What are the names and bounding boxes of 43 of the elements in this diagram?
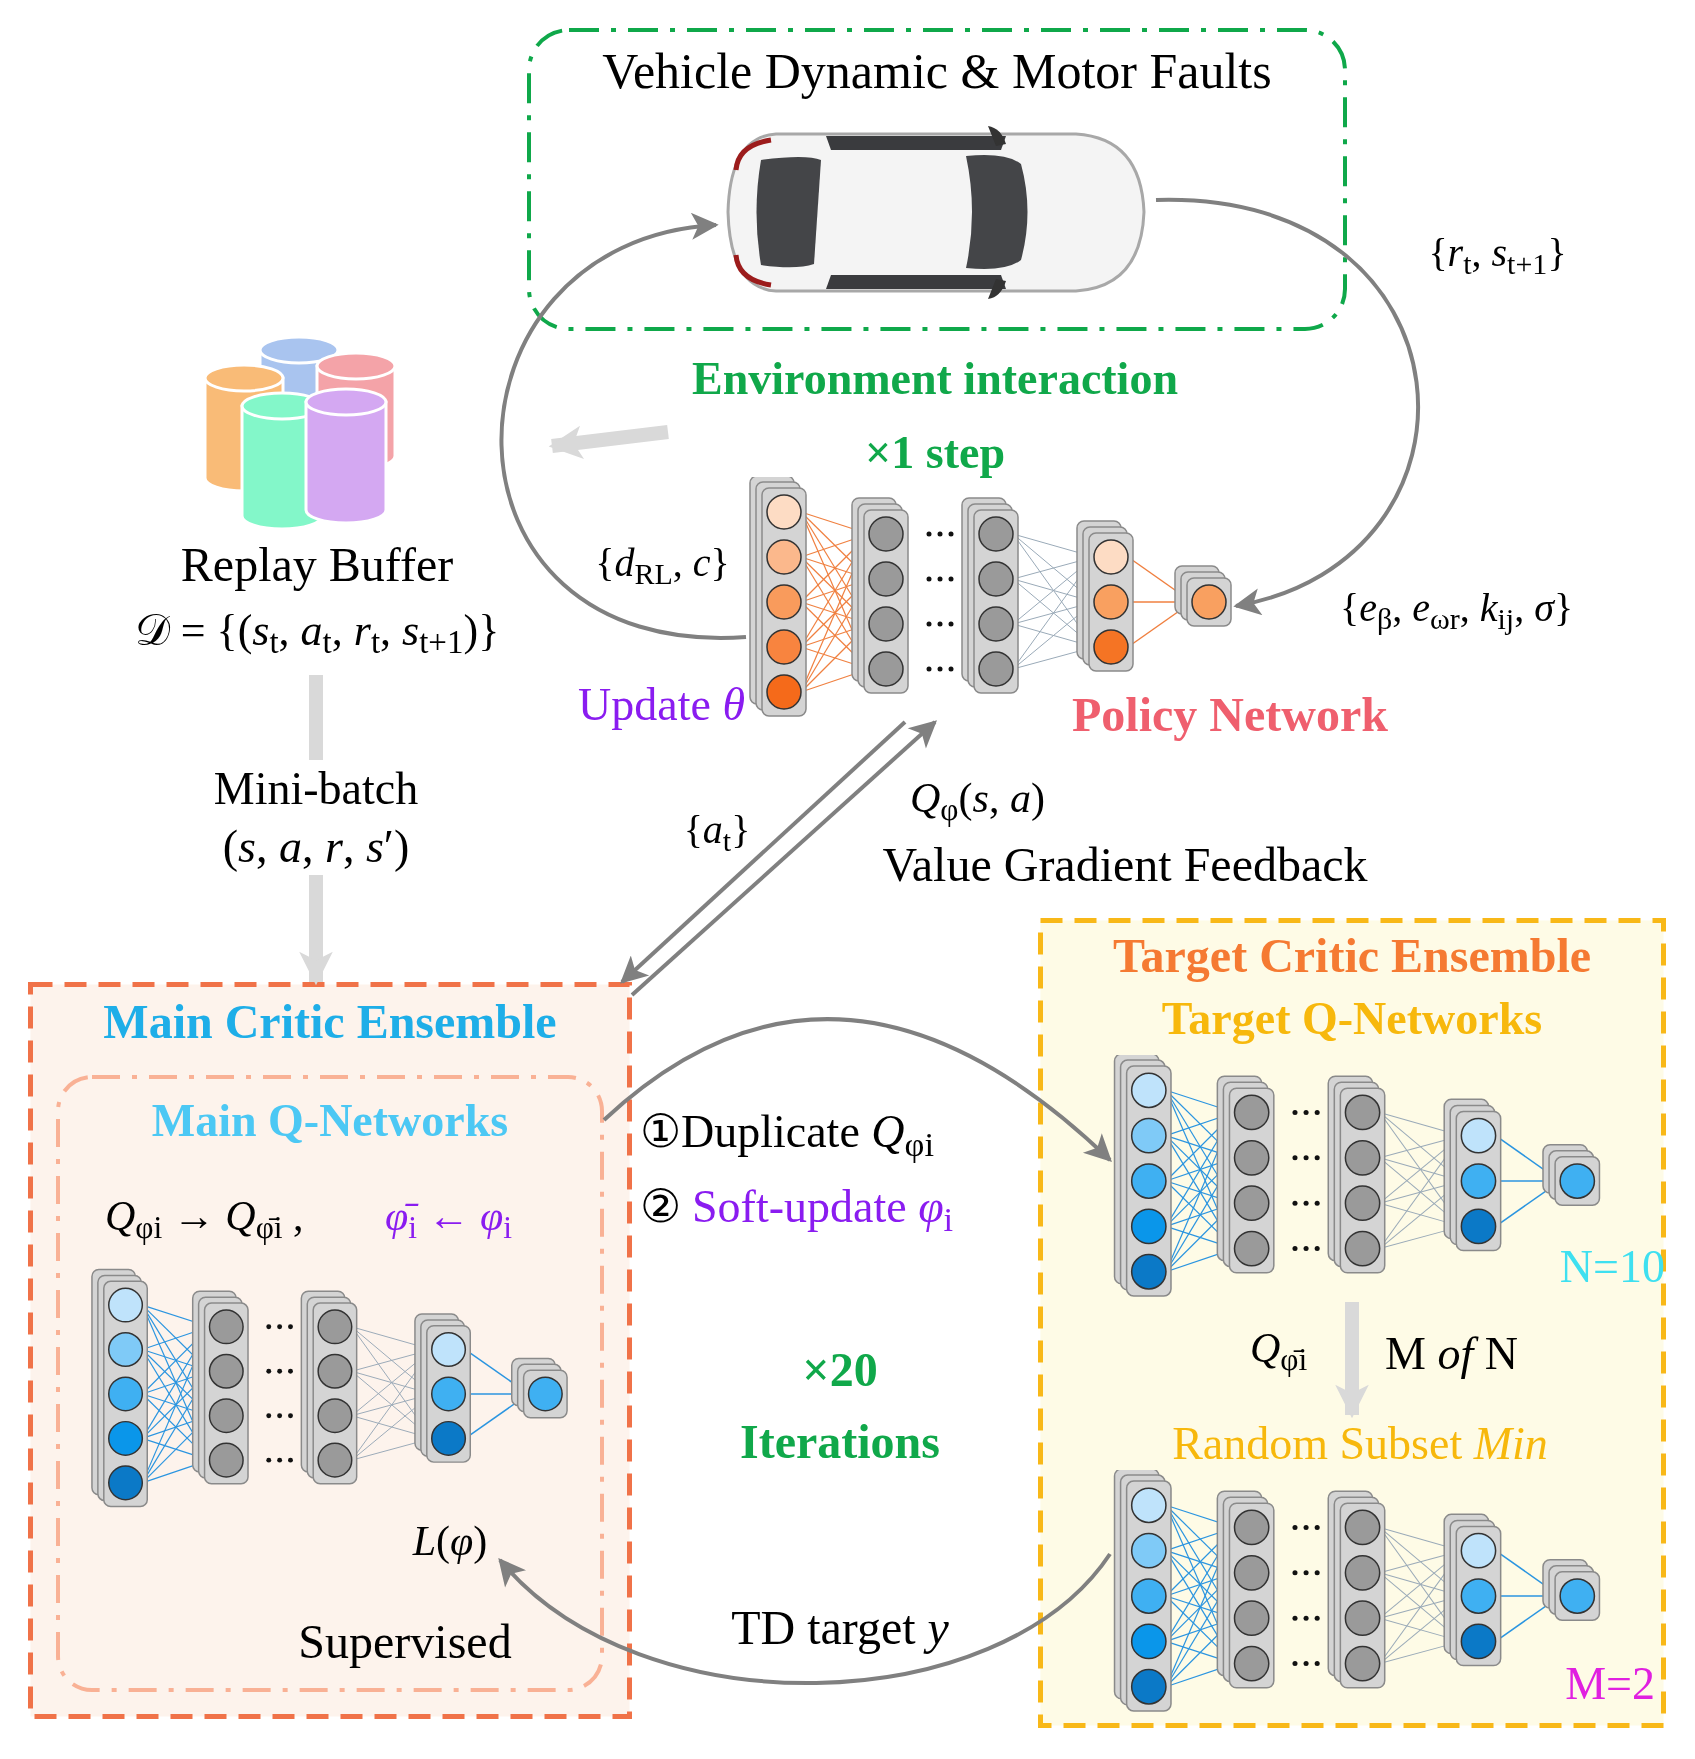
buffer-formula: 𝒟 = {(s$_{t}$, a$_{t}$, r$_{t}$, s$_{t+1}$)} bbox=[133, 605, 501, 658]
edge-label: {d$_{RL}$, c} bbox=[594, 539, 731, 588]
step-label: Soft-update φ$_{i}$ bbox=[692, 1180, 955, 1236]
stage-label: Environment interaction bbox=[691, 352, 1179, 406]
panel-title: Main Q-Networks bbox=[150, 1094, 510, 1148]
iteration-label: Iterations bbox=[739, 1414, 941, 1470]
arrow bbox=[630, 720, 937, 997]
count-label: M=2 bbox=[1564, 1657, 1655, 1711]
formula-text: φ̄$_{i}$ ← φ$_{i}$ bbox=[385, 1192, 514, 1243]
arrow bbox=[499, 215, 747, 639]
formula-label: {e$_{β}$, e$_{ωr}$, k$_{ij}$, σ} bbox=[1340, 584, 1575, 633]
formula-text: L(φ) bbox=[411, 1517, 489, 1566]
caption-text: Supervised bbox=[297, 1614, 513, 1670]
iteration-label: ×20 bbox=[801, 1342, 879, 1398]
step-label: ①Duplicate Q$_{φi}$ bbox=[640, 1105, 936, 1161]
panel-subtitle: Target Q-Networks bbox=[1160, 992, 1544, 1046]
formula-label: Q$_{φ}$(s, a) bbox=[910, 774, 1046, 825]
arrow bbox=[498, 1552, 1112, 1685]
stage-label: ×1 step bbox=[864, 426, 1006, 480]
edge-label: Value Gradient Feedback bbox=[881, 837, 1369, 893]
formula-label: Q$_{φ̄i}$ bbox=[1250, 1324, 1309, 1375]
selection-label: M of N bbox=[1385, 1327, 1519, 1381]
panel-title: Target Critic Ensemble bbox=[1111, 928, 1593, 984]
arrow bbox=[620, 720, 907, 984]
critic-panel bbox=[28, 982, 632, 1719]
edge-label: TD target y bbox=[730, 1600, 950, 1656]
panel-title: Main Critic Ensemble bbox=[102, 994, 558, 1050]
formula-text: Q$_{φi}$ → Q$_{φ̄i}$ , bbox=[105, 1192, 305, 1243]
subset-heading: Random Subset Min bbox=[1171, 1417, 1549, 1471]
update-label: Update θ bbox=[577, 678, 745, 732]
network-title: Policy Network bbox=[1071, 687, 1389, 743]
q-network-panel bbox=[56, 1075, 604, 1692]
count-label: N=10 bbox=[1558, 1240, 1665, 1294]
arrow bbox=[548, 425, 669, 460]
step-number: ② bbox=[640, 1180, 682, 1234]
buffer-title: Replay Buffer bbox=[179, 537, 455, 593]
panel-title: Vehicle Dynamic & Motor Faults bbox=[601, 42, 1273, 101]
edge-label: {r$_{t}$, s$_{t+1}$} bbox=[1427, 229, 1568, 278]
arrow bbox=[1155, 198, 1419, 613]
edge-label: {a$_{t}$} bbox=[682, 806, 752, 855]
environment-panel bbox=[527, 28, 1347, 331]
critic-panel bbox=[1038, 918, 1666, 1728]
arrow bbox=[1335, 1302, 1369, 1419]
